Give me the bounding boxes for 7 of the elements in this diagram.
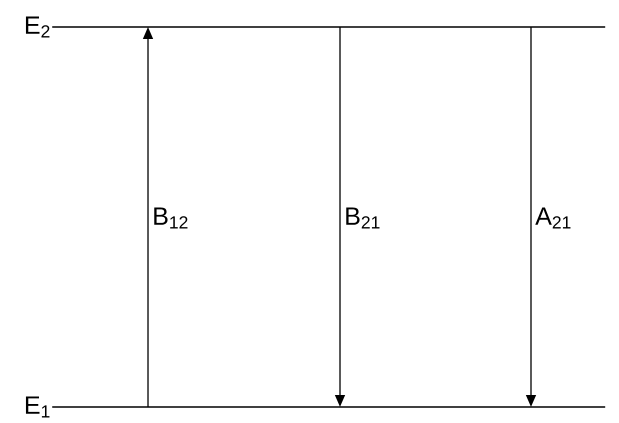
node-label: E$_{1}$: [26, 396, 50, 418]
edge-label: A$_{21}$: [535, 208, 570, 228]
edge-label: B$_{12}$: [154, 208, 188, 228]
node-label: E$_{2}$: [26, 16, 50, 38]
energy-level: E$_{1}$: [26, 396, 606, 418]
energy-level: E$_{2}$: [26, 16, 606, 38]
edge-label: B$_{21}$: [346, 208, 380, 228]
